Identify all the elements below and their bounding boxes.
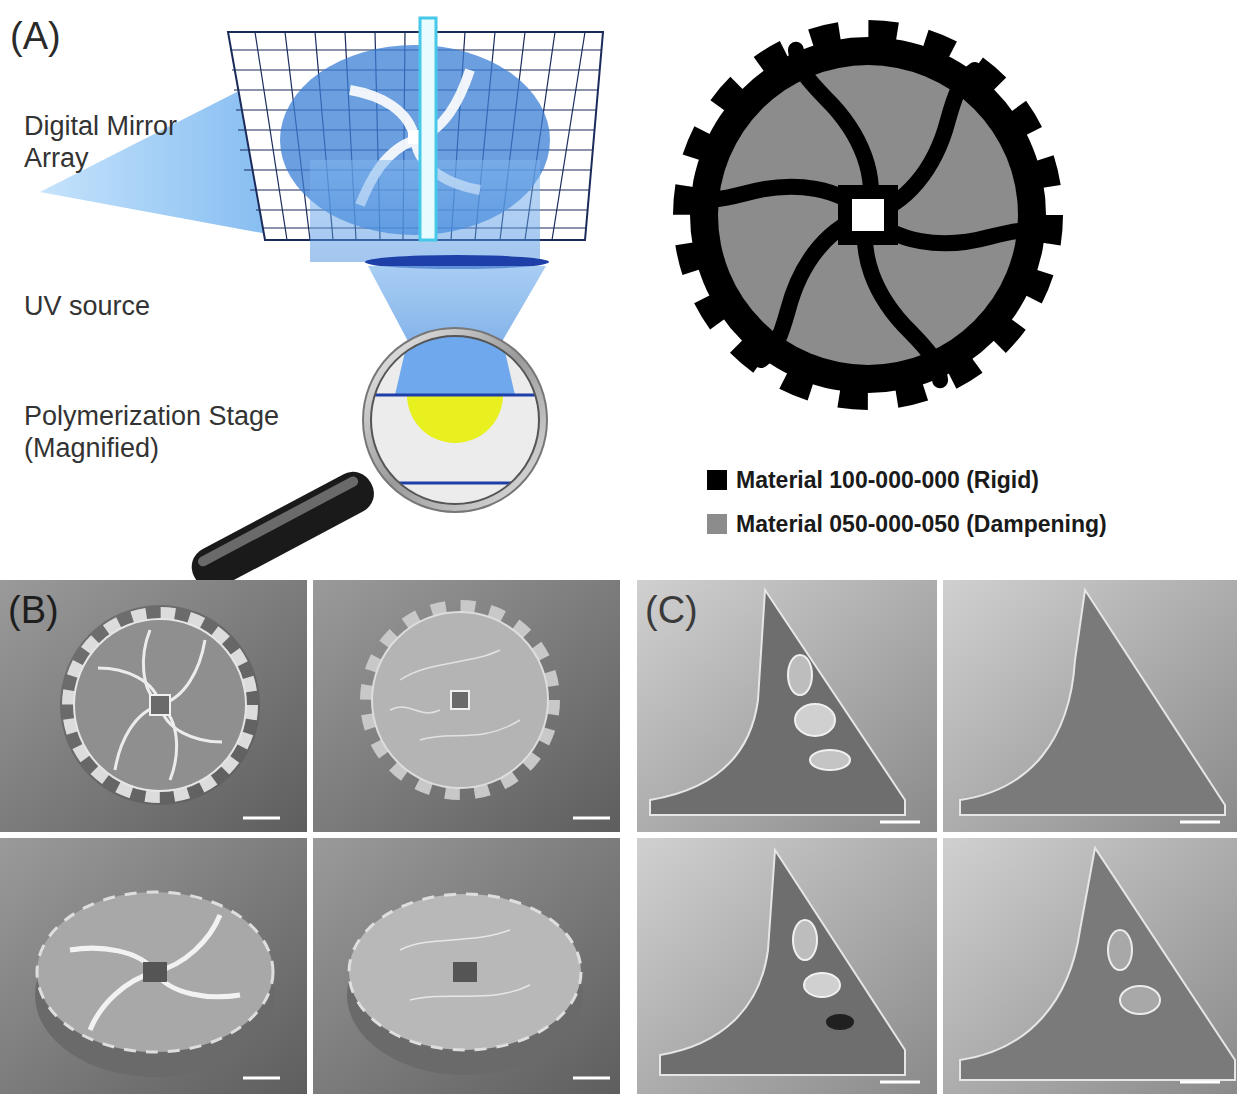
sem-gears-part-part xyxy=(573,1077,610,1080)
sem-gears-part-part xyxy=(155,972,240,997)
optical-setup-part-part xyxy=(185,465,381,596)
sem-gears-part-part xyxy=(243,817,280,820)
sem-fins-part xyxy=(660,850,905,1075)
sem-gears-part-part xyxy=(410,985,530,1000)
sem-fins-part-part xyxy=(1180,1081,1220,1084)
legend-swatch xyxy=(707,514,727,534)
sem-gears xyxy=(0,580,620,1094)
optical-setup-part-part xyxy=(552,32,585,240)
sem-gears-part xyxy=(70,915,240,1030)
sem-gears-part xyxy=(349,894,581,1050)
sem-gears-part-part xyxy=(243,1077,280,1080)
gear-design-part xyxy=(838,185,898,245)
sem-fins-part-part xyxy=(1180,821,1220,824)
gear-design-part xyxy=(689,50,1047,380)
sem-fins-part xyxy=(880,822,1220,1082)
sem-fins-part xyxy=(795,704,835,736)
panel-label: (A) xyxy=(10,14,100,60)
sem-gears-part xyxy=(451,691,469,709)
sem-gears-part xyxy=(390,650,520,740)
panel-label: (B) xyxy=(8,588,88,634)
sem-fins-part xyxy=(788,655,812,695)
sem-fins-part-part xyxy=(880,821,920,824)
optical-setup-part xyxy=(365,330,545,510)
sem-gears-part xyxy=(143,962,167,982)
sem-gears-part xyxy=(0,580,307,832)
optical-setup-part-part xyxy=(196,475,360,568)
sem-gears-part xyxy=(98,630,222,780)
legend-text: Material 100-000-000 (Rigid) xyxy=(736,467,1231,495)
optical-setup-part xyxy=(363,328,547,512)
sem-fins-part xyxy=(943,838,1237,1094)
legend-text: Material 050-000-050 (Dampening) xyxy=(736,511,1231,539)
optical-setup-part-part xyxy=(365,330,545,510)
gear-design-part xyxy=(690,37,1046,393)
sem-gears-part xyxy=(313,838,620,1094)
sem-gears-part xyxy=(313,580,620,832)
sem-fins-part xyxy=(960,848,1235,1080)
optical-setup-part xyxy=(185,465,381,596)
optical-setup-part-part xyxy=(407,395,503,443)
sem-gears-part-part xyxy=(143,630,160,705)
sem-gears-part xyxy=(37,892,273,1052)
optical-setup-part-part xyxy=(395,330,515,395)
sem-gears-part xyxy=(68,613,252,797)
optical-setup-part xyxy=(371,336,539,504)
sem-gears-part-part xyxy=(400,930,510,950)
sem-gears-part-part xyxy=(160,705,177,780)
optical-setup-part-part xyxy=(365,482,545,485)
sem-gears-part xyxy=(372,612,548,788)
sem-gears-part xyxy=(0,838,307,1094)
part-label: UV source xyxy=(24,290,244,322)
part-label: Digital Mirror Array xyxy=(24,110,239,175)
part-label: Polymerization Stage (Magnified) xyxy=(24,400,282,465)
sem-gears-part xyxy=(243,818,610,1078)
gear-design-part xyxy=(852,199,884,231)
sem-gears-part xyxy=(400,930,530,1000)
gear-design-part xyxy=(686,33,1050,397)
sem-fins-part-part xyxy=(880,1081,920,1084)
sem-gears-part-part xyxy=(400,650,500,680)
sem-fins-part xyxy=(1120,986,1160,1014)
sem-gears-part-part xyxy=(420,720,520,740)
sem-gears-part xyxy=(150,695,170,715)
legend-swatch xyxy=(707,470,727,490)
sem-gears-part xyxy=(60,605,260,805)
panel-label: (C) xyxy=(645,588,725,634)
optical-setup-part xyxy=(420,18,436,240)
gear-design-part xyxy=(718,65,1018,365)
sem-fins-part xyxy=(793,920,817,960)
sem-gears-part xyxy=(74,619,246,791)
sem-fins-part xyxy=(943,580,1237,832)
sem-fins-part xyxy=(637,580,937,832)
sem-gears-part xyxy=(453,962,477,982)
sem-fins-part xyxy=(810,750,850,770)
sem-gears-part-part xyxy=(573,817,610,820)
optical-setup-part-part xyxy=(350,90,415,140)
sem-fins-part xyxy=(804,973,840,997)
sem-gears-part-part xyxy=(70,948,155,972)
sem-fins-part xyxy=(1108,930,1132,970)
sem-gears-part-part xyxy=(390,707,440,713)
sem-fins xyxy=(637,580,1237,1094)
sem-fins-part xyxy=(826,1014,854,1030)
gear-design xyxy=(686,33,1050,397)
sem-fins-part xyxy=(637,838,937,1094)
optical-setup-part-part xyxy=(365,394,545,397)
sem-gears-part xyxy=(366,606,554,794)
sem-fins-part xyxy=(960,590,1225,815)
